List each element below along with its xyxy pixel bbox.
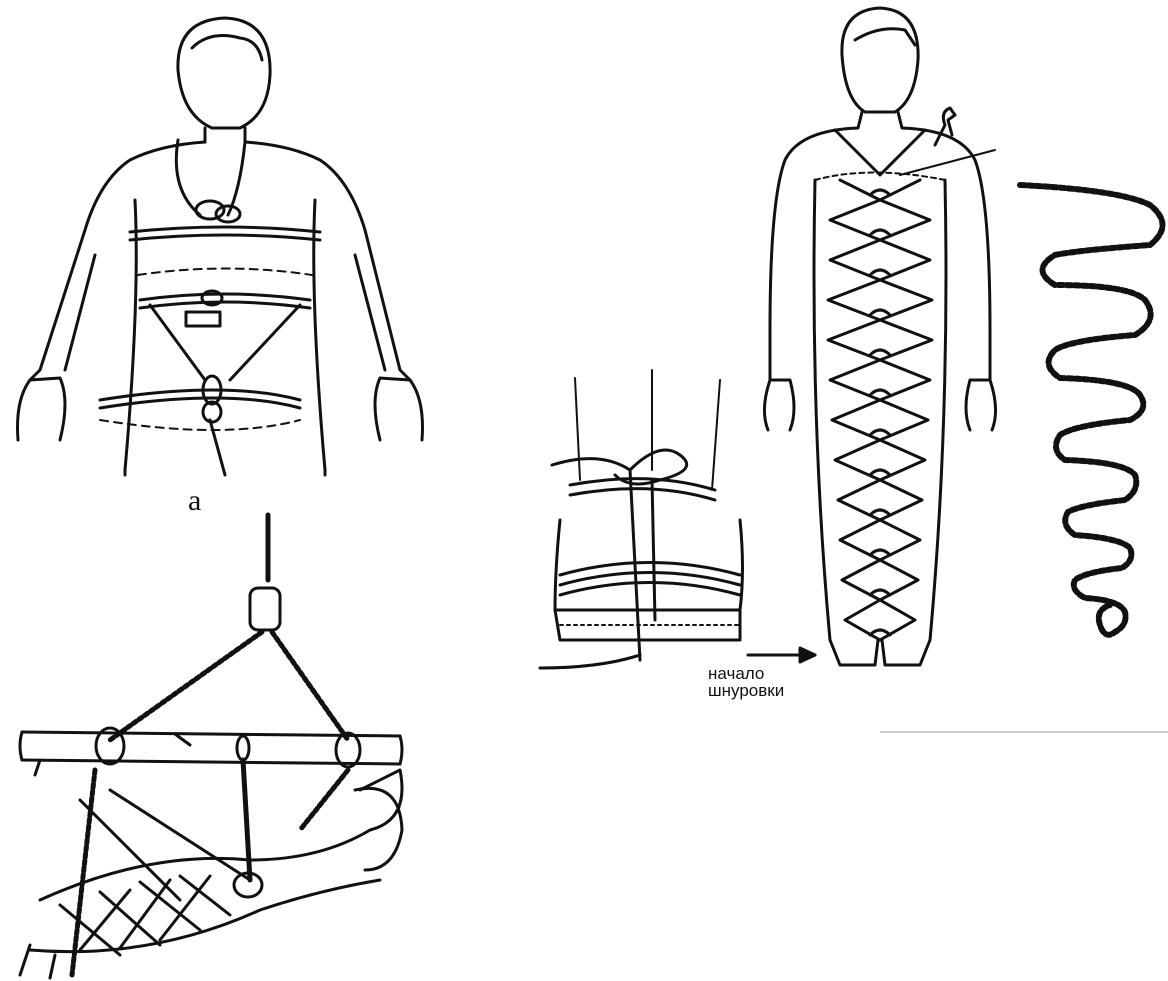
suspended-stretcher-illustration: [20, 515, 402, 978]
full-body-wrap-illustration: [764, 8, 995, 665]
lacing-start-label-line2: шнуровки: [708, 682, 784, 699]
harness-person-illustration: [18, 18, 423, 475]
panel-a-label: a: [188, 484, 201, 518]
foot-lacing-illustration: [540, 370, 815, 668]
lacing-start-label-line1: начало: [708, 665, 784, 682]
coiled-rope-illustration: [1020, 185, 1163, 635]
lacing-start-label: начало шнуровки: [708, 665, 784, 699]
